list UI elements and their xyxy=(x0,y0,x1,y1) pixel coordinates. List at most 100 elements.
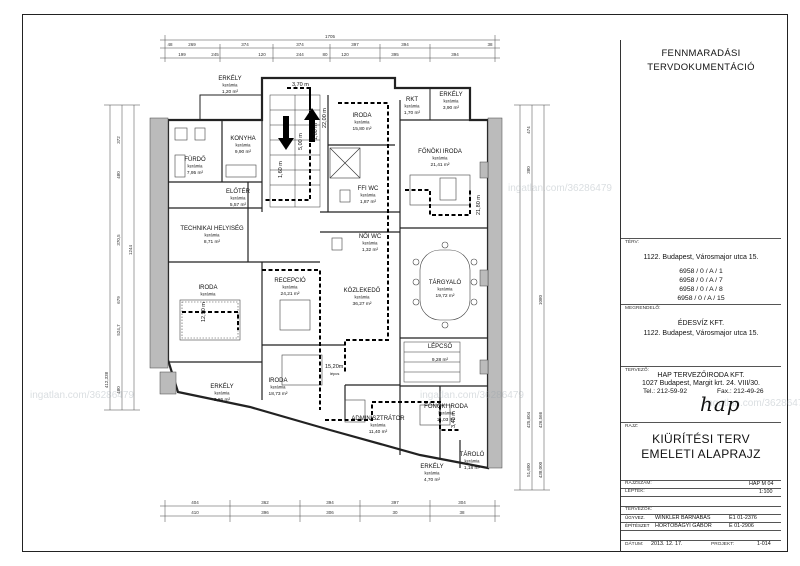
room-name: ERKÉLY xyxy=(420,463,443,470)
label-scale: LÉPTÉK: xyxy=(625,489,645,494)
dimension-top-label: 48 xyxy=(167,42,173,47)
room-name: ERKÉLY xyxy=(210,383,233,390)
title-header-line1: FENNMARADÁSI xyxy=(661,48,741,59)
dimension-top-label: 394 xyxy=(451,52,459,57)
watermark: ingatlan.com/36286479 xyxy=(508,183,612,194)
room-name: IRODA xyxy=(352,113,371,119)
dimension-left-label: 524,7 xyxy=(116,324,121,336)
route-label-fonoki-top: 21,80 m xyxy=(476,195,482,215)
watermark: ingatlan.com/36286479 xyxy=(420,390,524,401)
dimension-sides xyxy=(104,104,550,491)
person1-role: ÜGYVEZ. xyxy=(625,515,645,520)
room-area: 1,70 m² xyxy=(404,110,421,116)
dimension-top-label: 199 xyxy=(178,52,186,57)
route-label-stair-b: 1,60 m xyxy=(278,161,284,178)
room-floor: kerámia xyxy=(363,241,379,246)
room-area: 3,86 m² xyxy=(214,397,231,403)
room-floor: kerámia xyxy=(371,423,387,428)
room-name: KONYHA xyxy=(230,136,255,142)
dimension-top-label: 120 xyxy=(341,52,349,57)
room-floor: kerámia xyxy=(188,164,204,169)
dimension-right-label: 474 xyxy=(526,126,531,134)
room-area: 36,27 m² xyxy=(353,301,372,307)
label-project: PROJEKT: xyxy=(711,542,734,547)
room-floor: kerámia xyxy=(438,287,454,292)
dimension-right-label: 425,604 xyxy=(526,411,531,428)
dimension-top-label: 80 xyxy=(322,52,328,57)
label-plan: RAJZ: xyxy=(625,424,639,429)
room-floor: kerámia xyxy=(236,143,252,148)
lot-number: 6958 / 0 / A / 8 xyxy=(679,286,723,293)
room-name: FŐNÖKI IRODA xyxy=(418,148,462,155)
room-floor: kerámia xyxy=(205,233,221,238)
room-area: 7,95 m² xyxy=(187,170,204,176)
label-drawing-no: RAJZSZÁM: xyxy=(625,481,652,486)
dimension-bottom xyxy=(160,500,500,522)
lot-number: 6958 / 0 / A / 1 xyxy=(679,268,723,275)
dimension-left-label: 1244 xyxy=(128,244,133,255)
client-address: 1122. Budapest, Városmajor utca 15. xyxy=(643,330,759,337)
room-name: RKT xyxy=(406,97,418,103)
label-site: TÉRV: xyxy=(625,240,639,245)
room-name: TÁRGYALÓ xyxy=(429,279,462,286)
room-area: 11,03 m² xyxy=(437,417,456,423)
room-area: 21,41 m² xyxy=(431,162,450,168)
column-hatch xyxy=(149,117,503,469)
dimension-left-label: 480 xyxy=(116,171,121,179)
designer-name: HAP TERVEZŐIRODA KFT. xyxy=(657,372,745,379)
dimension-top-label: 394 xyxy=(401,42,409,47)
dimension-bottom-label: 394 xyxy=(326,500,334,505)
room-area: 24,21 m² xyxy=(281,291,300,297)
room-area: 1,20 m² xyxy=(222,89,239,95)
route-label-iroda-top: 22,00 m xyxy=(322,108,328,128)
client-name: ÉDESVÍZ KFT. xyxy=(677,320,725,327)
dimension-left-label: 679 xyxy=(116,296,121,304)
title-header-line2: TERVDOKUMENTÁCIÓ xyxy=(647,62,755,73)
drawing-number: HAP M 04 xyxy=(749,481,774,487)
label-designers: TERVEZŐK: xyxy=(625,507,653,512)
route-label-mid: 15,20m xyxy=(325,364,344,370)
site-address: 1122. Budapest, Városmajor utca 15. xyxy=(643,254,759,261)
label-date: DÁTUM: xyxy=(625,542,644,547)
scale: 1:100 xyxy=(759,489,773,495)
floor-plan: 3,70 m 5,00 m 1,60 m 1,80 m 22,00 m 15,2… xyxy=(104,34,550,522)
room-floor: kerámia xyxy=(355,295,371,300)
room-floor: kerámia xyxy=(215,391,231,396)
dimension-left-label: 370,5 xyxy=(116,234,121,246)
person1-id: É1 01-2376 xyxy=(729,515,757,521)
room-area: 19,72 m² xyxy=(436,293,455,299)
person1-name: WINKLER BARNABÁS xyxy=(655,515,711,521)
room-floor: kerámia xyxy=(433,156,449,161)
room-name: IRODA xyxy=(268,378,287,384)
label-designer: TERVEZŐ: xyxy=(625,368,649,373)
dimension-right-label: 1080 xyxy=(538,294,543,305)
room-floor: kerámia xyxy=(271,385,287,390)
room-name: ERKÉLY xyxy=(218,75,241,82)
dimension-left-label: 480 xyxy=(116,386,121,394)
room-area: 1,32 m² xyxy=(362,247,379,253)
lot-number: 6958 / 0 / A / 15 xyxy=(677,295,725,302)
dimension-right-label: 426,566 xyxy=(538,411,543,428)
room-area: 15,80 m² xyxy=(353,126,372,132)
room-area: 11,40 m² xyxy=(369,429,388,435)
room-area: 9,28 m² xyxy=(432,357,449,363)
room-floor: kerámia xyxy=(405,104,421,109)
dimension-bottom-label: 38 xyxy=(459,510,465,515)
room-name: ADMINISZTRÁTOR xyxy=(351,415,405,422)
room-area: 8,71 m² xyxy=(204,239,221,245)
dimension-right-label: 51,600 xyxy=(526,463,531,477)
project-number: 1-014 xyxy=(757,541,771,547)
room-name: LÉPCSŐ xyxy=(428,343,453,350)
room-floor: kerámia xyxy=(465,459,481,464)
furniture xyxy=(174,127,478,426)
route-label-stair-a: 5,00 m xyxy=(298,133,304,150)
room-floor: kerámia xyxy=(444,99,460,104)
interior-walls xyxy=(168,95,488,468)
dimension-bottom-label: 306 xyxy=(326,510,334,515)
room-floor: kerámia xyxy=(223,83,239,88)
room-floor: kerámia xyxy=(231,196,247,201)
hap-logo: hap xyxy=(700,392,741,416)
dimension-bottom-label: 410 xyxy=(191,510,199,515)
